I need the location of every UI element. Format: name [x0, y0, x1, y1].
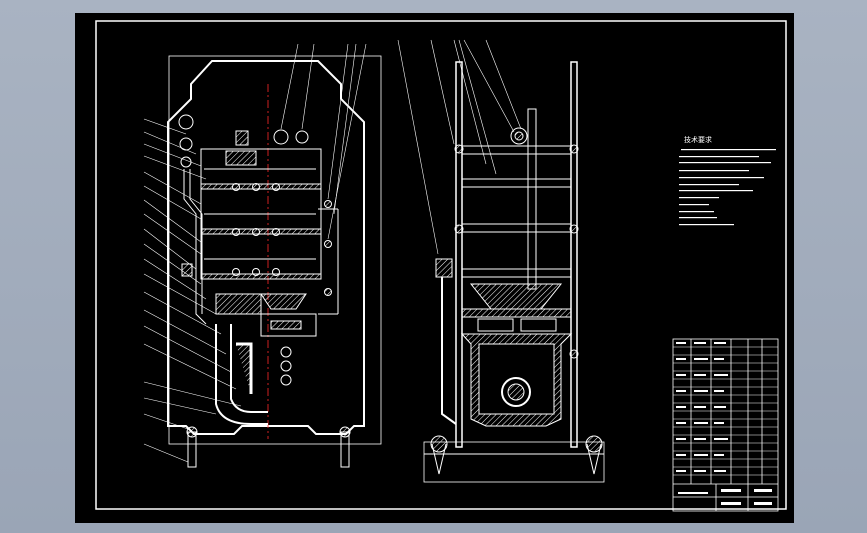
rod-hatch	[200, 183, 322, 190]
parts-list-text	[676, 342, 772, 505]
notes-title: 技术要求	[684, 135, 712, 144]
drawing-canvas: 技术要求	[95, 20, 787, 512]
dimension-frame	[168, 55, 382, 445]
front-view	[143, 43, 382, 468]
drawing-sheet: 技术要求	[75, 13, 794, 523]
technical-notes: 技术要求	[679, 135, 776, 226]
shelf-middle	[200, 188, 322, 235]
side-view	[397, 39, 605, 483]
drawing-frame	[95, 20, 787, 510]
cabinet-outline	[167, 60, 365, 435]
shelf-lower	[200, 233, 322, 280]
parts-list-table	[672, 338, 779, 512]
